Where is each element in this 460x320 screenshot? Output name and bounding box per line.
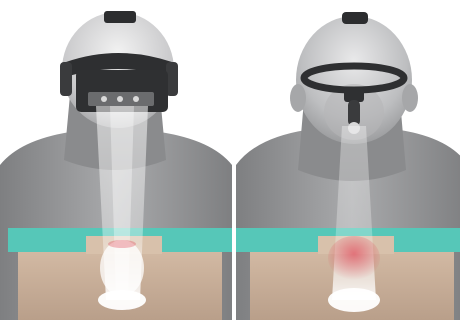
- beam-spot: [328, 288, 380, 312]
- panel-right-illustration: [236, 0, 460, 320]
- panel-left-illustration: [0, 0, 232, 320]
- panel-left: [0, 0, 232, 320]
- laser-glow: [328, 236, 380, 280]
- target-tint: [108, 240, 136, 248]
- left-ear: [290, 84, 306, 112]
- target-glow: [100, 240, 144, 296]
- panel-right: [236, 0, 460, 320]
- top-knob: [342, 12, 368, 24]
- lens-emitter-3: [133, 96, 139, 102]
- front-clamp: [344, 88, 364, 102]
- lens-emitter-2: [117, 96, 123, 102]
- left-side-pad: [60, 62, 72, 96]
- beam-spot: [98, 290, 146, 310]
- right-ear: [402, 84, 418, 112]
- lens-emitter-1: [101, 96, 107, 102]
- top-knob: [104, 11, 136, 23]
